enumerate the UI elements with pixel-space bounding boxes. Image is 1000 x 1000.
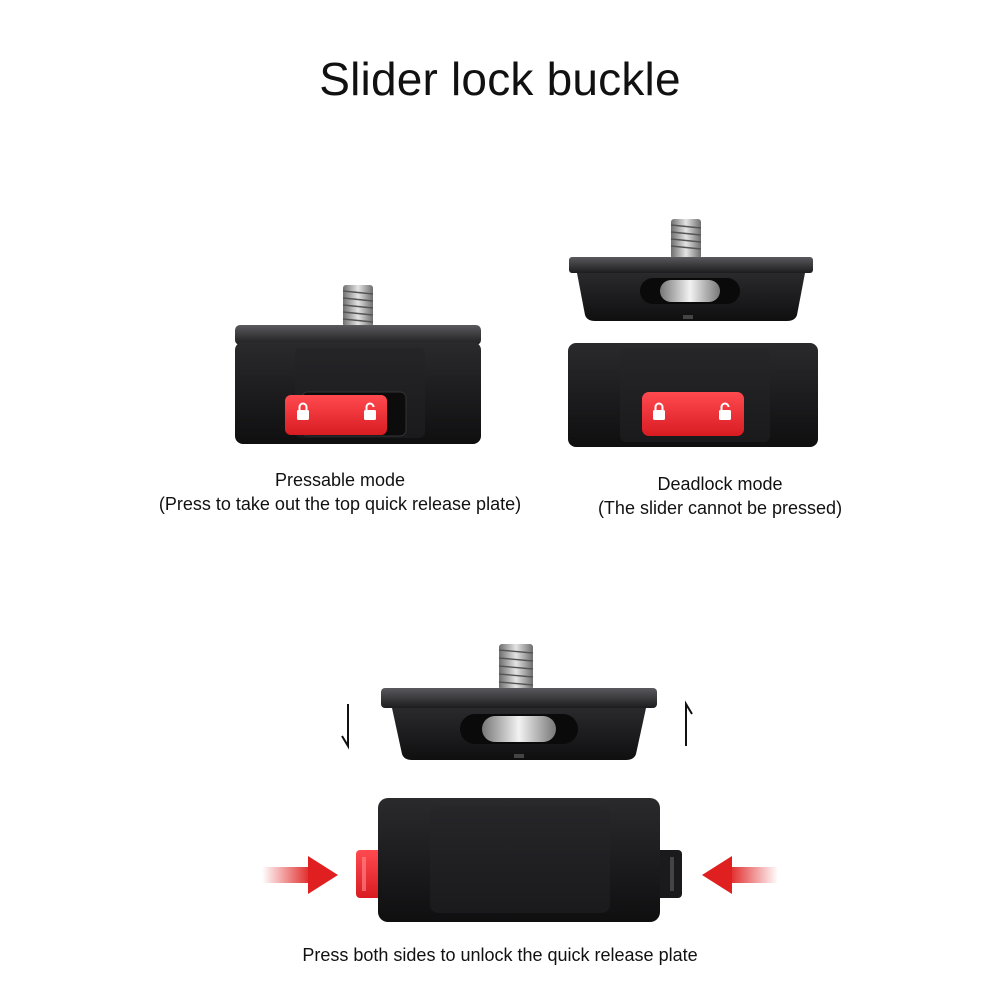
lock-icon — [653, 402, 665, 420]
deadlock-caption: Deadlock mode (The slider cannot be pres… — [520, 472, 920, 520]
pressable-mode-label: Pressable mode — [274, 470, 406, 490]
deadlock-mode-label: Deadlock mode — [657, 474, 783, 494]
deadlock-plate — [569, 219, 813, 321]
deadlock-clamp — [568, 343, 818, 447]
unlock-icon — [364, 402, 376, 420]
bottom-plate — [381, 644, 657, 760]
up-arrow-icon — [685, 700, 693, 746]
red-slider[interactable] — [285, 395, 387, 435]
bottom-clamp — [356, 798, 682, 922]
bottom-caption: Press both sides to unlock the quick rel… — [302, 945, 698, 965]
page-title: Slider lock buckle — [319, 53, 681, 105]
lock-icon — [297, 402, 309, 420]
pressable-caption: Pressable mode (Press to take out the to… — [120, 468, 560, 516]
down-arrow-icon — [341, 704, 349, 750]
mounting-screw — [342, 285, 374, 327]
mounting-screw — [670, 219, 702, 259]
mounting-screw — [498, 644, 534, 690]
pressable-clamp — [235, 285, 481, 444]
red-slider[interactable] — [642, 392, 744, 436]
deadlock-mode-note: (The slider cannot be pressed) — [597, 498, 843, 518]
pressable-mode-note: (Press to take out the top quick release… — [158, 494, 522, 514]
unlock-icon — [719, 402, 731, 420]
press-arrow-icon — [262, 856, 338, 894]
press-arrow-icon — [702, 856, 778, 894]
right-release-button[interactable] — [656, 850, 682, 898]
